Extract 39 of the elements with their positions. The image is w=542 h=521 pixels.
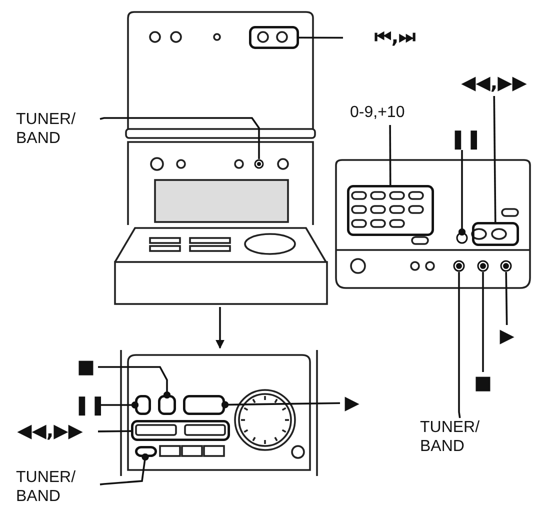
stop-button — [158, 395, 176, 415]
stop-button — [477, 260, 489, 272]
callout-label: 0-9,+10 — [350, 103, 430, 125]
button-pair — [249, 26, 299, 49]
callout-label: ◀◀,▶▶ — [446, 72, 542, 96]
leader-line — [299, 36, 343, 39]
callout-label: ▶ — [340, 392, 364, 414]
leader-line — [100, 453, 149, 486]
control-panel-drawing — [120, 348, 320, 478]
leader-line — [98, 401, 139, 409]
play-button — [183, 395, 225, 415]
callout-label: ■ — [74, 356, 98, 378]
button-pair — [131, 420, 230, 441]
callout-label: ⏮,⏭ — [343, 26, 447, 50]
leader-line — [100, 117, 260, 159]
leader-line — [98, 430, 131, 432]
tuner-button — [135, 446, 157, 457]
leader-line — [505, 272, 508, 326]
callout-label: TUNER/ BAND — [16, 468, 100, 510]
button-pair — [472, 222, 519, 246]
callout-label: ▶ — [496, 325, 518, 347]
leader-line — [389, 125, 392, 185]
arrow — [216, 307, 224, 349]
callout-label: ◀◀,▶▶ — [2, 420, 98, 444]
pause-button — [135, 395, 151, 415]
leader-line — [98, 366, 171, 399]
callout-label: TUNER/ BAND — [420, 418, 506, 460]
keypad-outline — [347, 185, 434, 236]
callout-label: TUNER/ BAND — [16, 110, 100, 150]
tuner-button — [453, 260, 465, 272]
leader-line — [482, 272, 484, 372]
callout-label: ■ — [472, 372, 494, 394]
tuner-button — [254, 159, 264, 169]
leader-line — [458, 272, 461, 418]
stereo-unit-drawing — [113, 10, 327, 307]
leader-line — [458, 150, 466, 236]
play-button — [500, 260, 512, 272]
leader-line — [221, 401, 340, 408]
leader-line — [493, 96, 496, 222]
